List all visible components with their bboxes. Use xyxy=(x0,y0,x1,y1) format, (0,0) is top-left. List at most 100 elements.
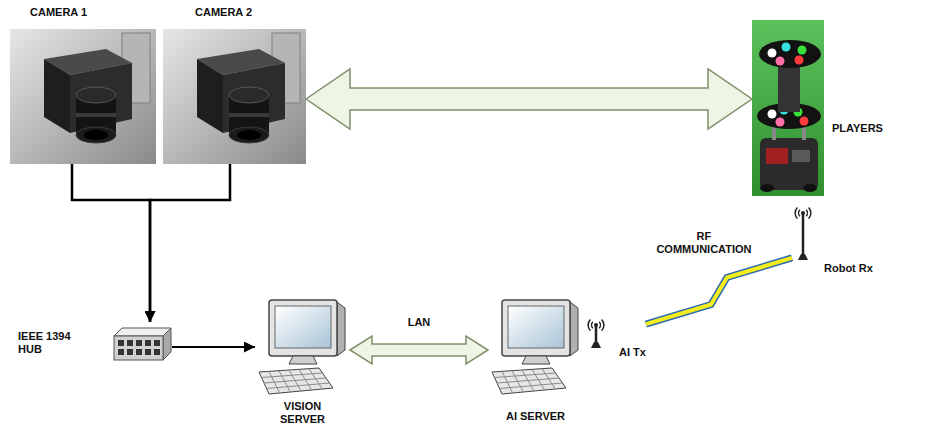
robot-players: PLAYERS xyxy=(752,20,883,196)
keyboard-keys xyxy=(269,371,280,393)
robot-wheel xyxy=(803,184,817,192)
keyboard-keys xyxy=(502,371,513,393)
keyboard-keys xyxy=(512,371,523,392)
robot-body xyxy=(760,138,818,190)
antenna-wave xyxy=(592,322,593,328)
robot-body xyxy=(766,148,788,164)
keyboard-keys xyxy=(522,370,534,391)
connector-path xyxy=(646,258,792,324)
monitor-stand xyxy=(289,356,317,364)
ieee1394-hub-picture xyxy=(110,322,172,364)
hub-case xyxy=(114,336,163,360)
hub-case xyxy=(163,328,171,360)
camera: CAMERA 1 xyxy=(10,6,156,164)
antenna-tip xyxy=(801,211,805,215)
text-group: AI Tx xyxy=(619,346,646,359)
connector-label: RF COMMUNICATION xyxy=(649,229,759,257)
hub-port xyxy=(127,349,133,355)
text-group: Robot Rx xyxy=(824,262,873,275)
hub-label: IEEE 1394 HUB xyxy=(18,330,84,356)
ai-server-picture xyxy=(488,296,583,396)
robot-id-dot xyxy=(776,118,785,127)
robot-id-dot xyxy=(798,46,807,55)
ieee1394-hub: IEEE 1394 HUB xyxy=(18,322,172,364)
ai-server: AI SERVER xyxy=(488,296,583,423)
text-group: VISION SERVER xyxy=(274,400,332,426)
camera-lens xyxy=(76,87,116,103)
server-label: AI SERVER xyxy=(506,410,565,423)
robot-players-picture xyxy=(752,20,824,196)
photo-background xyxy=(10,29,156,164)
keyboard-keys xyxy=(542,369,555,389)
text-group: CAMERA 1 xyxy=(10,6,87,19)
antenna-mast xyxy=(595,325,598,344)
vision-server: VISION SERVER xyxy=(255,296,350,426)
photo-background xyxy=(163,29,306,164)
double-block-arrow xyxy=(306,69,752,129)
antenna-wave xyxy=(602,319,604,330)
antenna-mast xyxy=(802,213,805,256)
antenna-wave xyxy=(809,207,811,218)
text-group: IEEE 1394 HUB xyxy=(18,330,84,356)
antenna-base xyxy=(591,342,601,348)
signal-line xyxy=(150,164,230,322)
keyboard xyxy=(259,368,333,394)
robot-id-dot xyxy=(768,110,777,119)
connector-path xyxy=(350,336,488,364)
antenna-wave xyxy=(799,210,800,216)
camera-picture xyxy=(10,29,156,164)
camera-picture xyxy=(163,29,306,164)
camera-label: CAMERA 2 xyxy=(195,6,252,19)
hub-port xyxy=(145,340,151,346)
keyboard-keys xyxy=(289,370,301,391)
robot-receiver-picture xyxy=(792,204,814,260)
hub-port xyxy=(154,340,160,346)
keyboard-keys xyxy=(299,369,312,390)
camera: CAMERA 2 xyxy=(163,6,306,164)
camera-label: CAMERA 1 xyxy=(30,6,87,19)
robot-receiver: Robot Rx xyxy=(792,204,873,275)
camera-lens xyxy=(229,127,269,143)
monitor-case xyxy=(502,300,570,356)
camera-body xyxy=(44,59,70,133)
keyboard-keys xyxy=(279,371,290,392)
hub-port xyxy=(118,349,124,355)
camera-lens xyxy=(229,113,269,117)
server-label: VISION SERVER xyxy=(274,400,332,426)
connector-path xyxy=(646,258,792,324)
monitor-case xyxy=(570,302,578,356)
robot-id-dot xyxy=(776,57,785,66)
double-block-arrow xyxy=(350,336,488,364)
rf-lightning xyxy=(646,258,792,324)
vision-server-picture xyxy=(255,296,350,396)
monitor-screen xyxy=(275,306,331,348)
camera-body xyxy=(197,59,223,133)
text-group: PLAYERS xyxy=(832,122,883,135)
connector-path xyxy=(150,164,230,322)
text-group: AI SERVER xyxy=(506,410,565,423)
connector-label: LAN xyxy=(405,315,434,330)
antenna-base xyxy=(798,254,808,260)
robot-body xyxy=(778,62,800,112)
transmitter-label: AI Tx xyxy=(619,346,646,359)
ai-transmitter-picture xyxy=(587,316,605,348)
monitor-case xyxy=(337,302,345,356)
keyboard-keys xyxy=(309,369,322,389)
robot-id-plate xyxy=(759,40,821,68)
monitor-case xyxy=(269,300,337,356)
hub-port xyxy=(136,340,142,346)
hub-port xyxy=(145,349,151,355)
ai-transmitter: AI Tx xyxy=(587,316,646,359)
antenna-tip xyxy=(594,323,598,327)
hub-port xyxy=(118,340,124,346)
connector-path xyxy=(306,69,752,129)
connector-path xyxy=(172,346,255,348)
monitor-stand xyxy=(522,356,550,364)
robot-id-dot xyxy=(795,56,804,65)
robot-id-dot xyxy=(782,43,791,52)
antenna-wave xyxy=(599,322,600,328)
connector-path xyxy=(72,164,150,322)
antenna-wave xyxy=(795,207,797,218)
